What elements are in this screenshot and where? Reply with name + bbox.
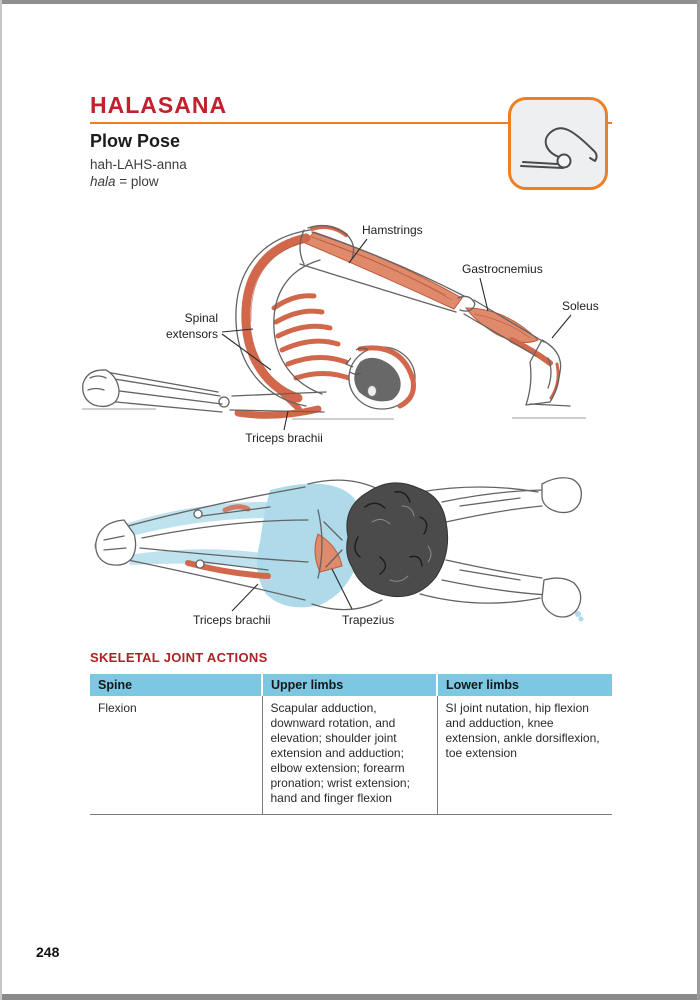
title-rule: [90, 122, 612, 124]
cell-spine: Flexion: [90, 696, 262, 815]
body-sketch-top: [95, 477, 583, 618]
figure-side-labels: Hamstrings Gastrocnemius Soleus Spinal e…: [166, 223, 599, 445]
label-trapezius: Trapezius: [342, 613, 394, 627]
muscle-highlights-side: [234, 225, 560, 419]
label-hamstrings: Hamstrings: [362, 223, 423, 237]
column-header-lower-limbs: Lower limbs: [436, 674, 612, 696]
pose-name: Plow Pose: [90, 131, 181, 151]
joint-actions-heading: SKELETAL JOINT ACTIONS: [90, 650, 268, 665]
label-spinal-extensors-2: extensors: [166, 327, 218, 341]
plow-pose-icon: [508, 97, 608, 190]
page-edge-left: [0, 0, 2, 1000]
figure-top-view: Triceps brachii Trapezius: [94, 477, 584, 627]
etymology-term: hala: [90, 174, 116, 189]
cell-upper-limbs: Scapular adduction, downward rotation, a…: [261, 696, 437, 815]
etymology-meaning: = plow: [115, 174, 159, 189]
page-edge-top: [0, 0, 700, 4]
head-side: [345, 345, 416, 410]
pose-pronunciation: hah-LAHS-anna: [90, 157, 187, 172]
label-soleus: Soleus: [562, 299, 599, 313]
column-header-upper-limbs: Upper limbs: [261, 674, 437, 696]
label-triceps-top: Triceps brachii: [193, 613, 271, 627]
figure-side-view: Hamstrings Gastrocnemius Soleus Spinal e…: [82, 223, 599, 445]
table-header-row: Spine Upper limbs Lower limbs: [90, 674, 612, 696]
head-hair-top: [346, 482, 449, 598]
label-gastrocnemius: Gastrocnemius: [462, 262, 543, 276]
skeleton-sketch-side: [82, 224, 571, 413]
figure-top-labels: Triceps brachii Trapezius: [193, 568, 394, 627]
page-edge-right: [697, 0, 700, 1000]
joint-actions-table: Spine Upper limbs Lower limbs Flexion Sc…: [90, 674, 612, 815]
column-header-spine: Spine: [90, 674, 262, 696]
pose-etymology: hala = plow: [90, 174, 159, 189]
cell-lower-limbs: SI joint nutation, hip flexion and adduc…: [436, 696, 612, 815]
page-number: 248: [36, 944, 60, 960]
page-edge-bottom: [0, 994, 700, 1000]
page-title: HALASANA: [90, 92, 228, 118]
plow-pose-glyph: [520, 127, 598, 169]
table-row: Flexion Scapular adduction, downward rot…: [90, 696, 612, 815]
label-spinal-extensors-1: Spinal: [185, 311, 218, 325]
label-triceps-side: Triceps brachii: [245, 431, 323, 445]
